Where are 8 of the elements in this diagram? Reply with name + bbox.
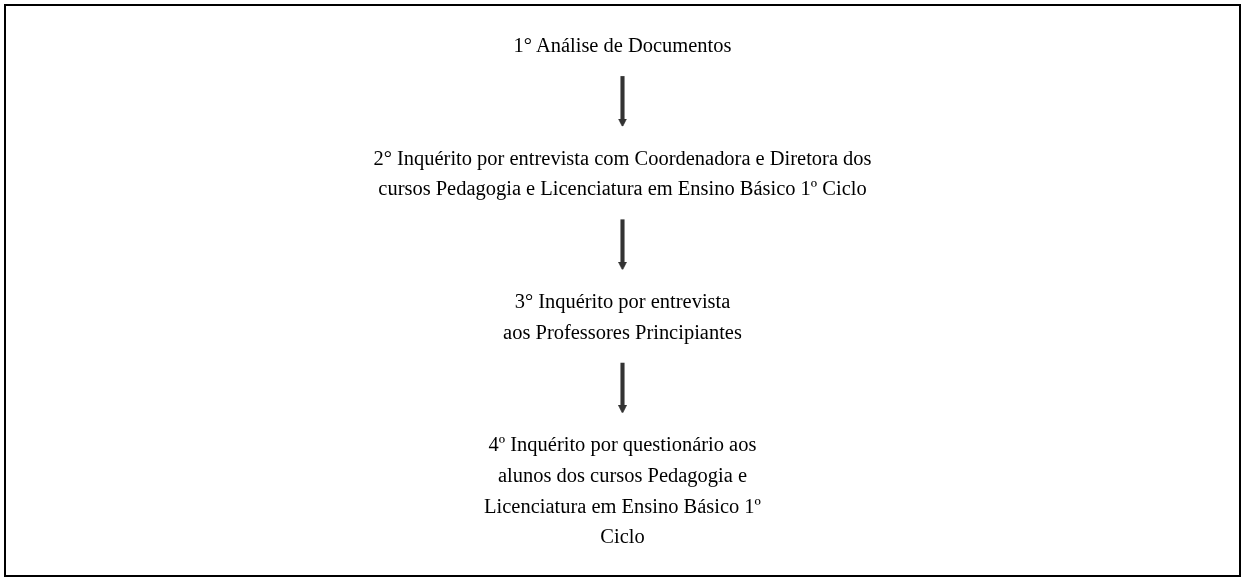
node-text: 1° Análise de Documentos — [513, 33, 732, 57]
node-text: 2° Inquérito por entrevista com Coordenadora e Diretora dos cursos Pedagogia e Licenciatura em Ensino Básico 1º Ciclo — [373, 146, 872, 200]
arrow — [618, 75, 627, 128]
node-text: 3° Inquérito por entrevista aos Professores Principiantes — [503, 289, 742, 343]
arrow — [618, 218, 627, 271]
node-text: 4º Inquérito por questionário aos alunos dos cursos Pedagogia e Licenciatura em Ensino Básico 1º Ciclo — [484, 432, 761, 548]
frame-border: 1° Análise de Documentos 2° Inquérito por entrevista com Coordenadora e Diretora dos cursos Pedagogia e Licenciatura em Ensino Básico 1º Ciclo 3° Inquérito por entrevista aos Professores Principiantes 4º Inquérito por questionário aos alunos dos cursos Pedagogia e Licenciatura em Ensino Básico 1º Ciclo — [4, 4, 1241, 577]
arrow — [618, 362, 627, 414]
